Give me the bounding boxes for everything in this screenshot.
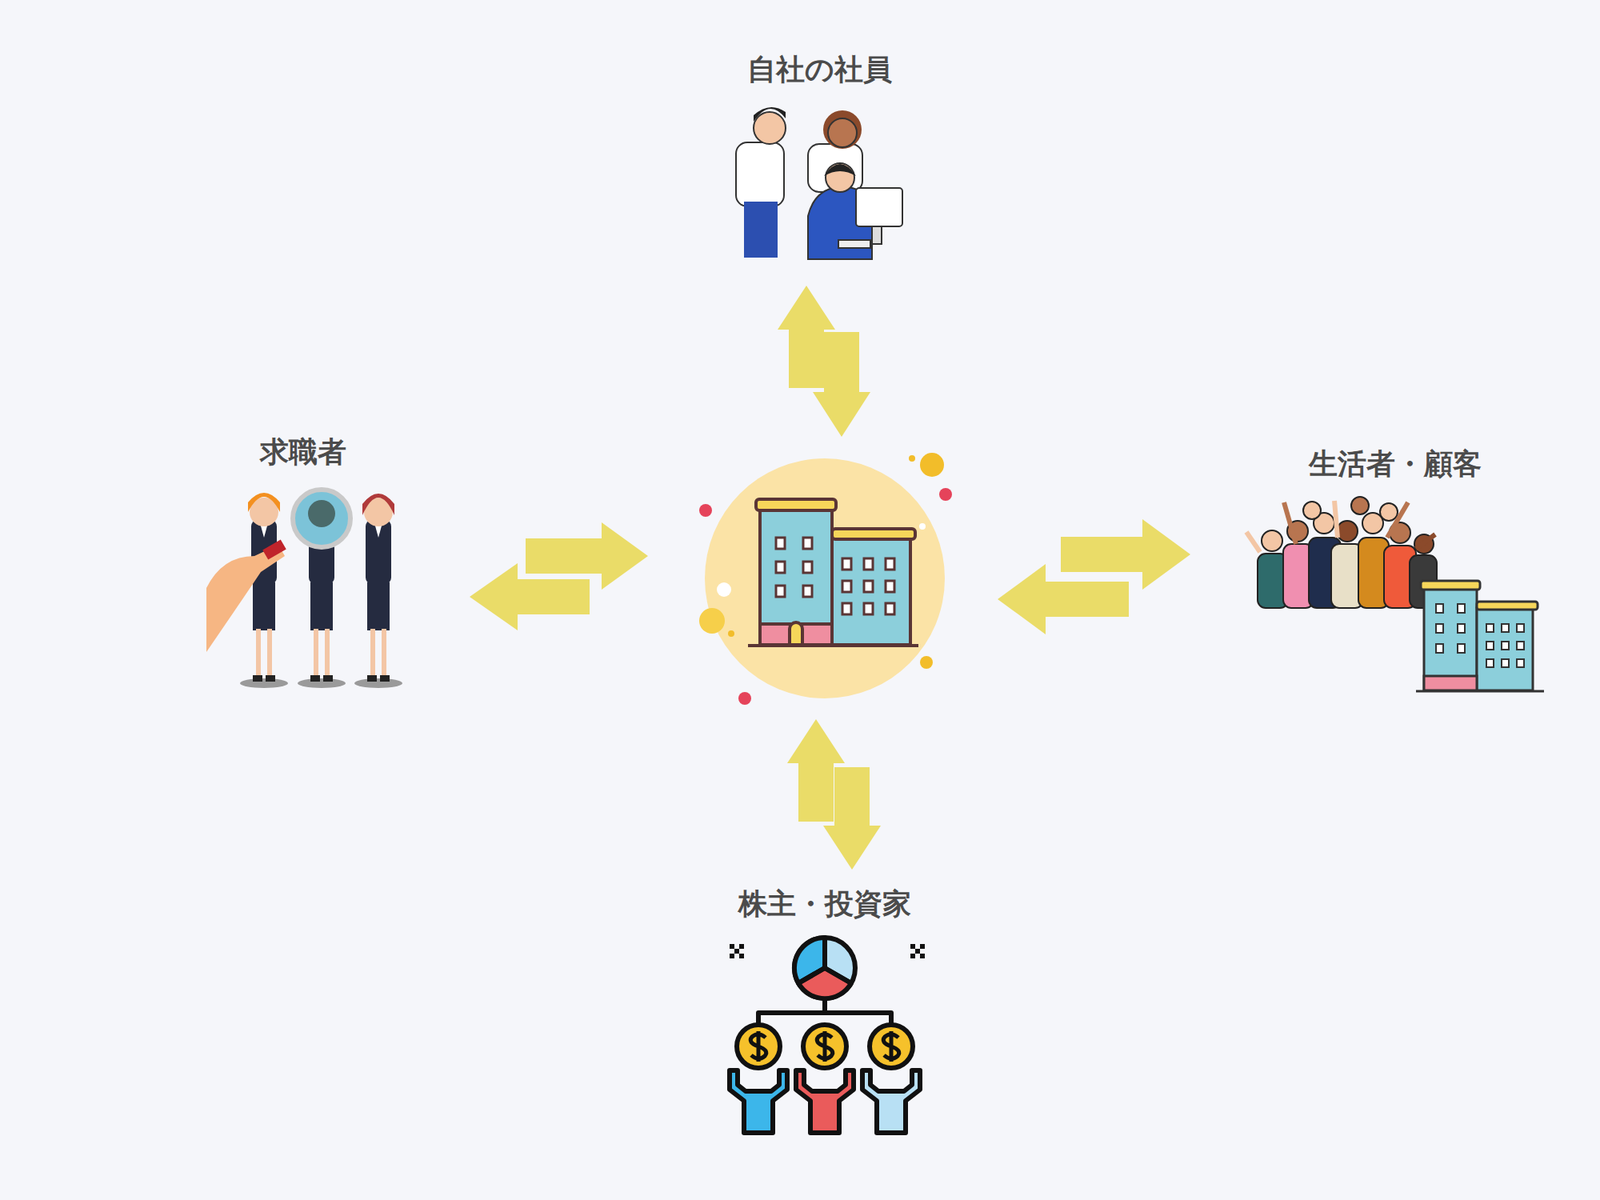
- stakeholder-label: 株主・投資家: [733, 884, 916, 923]
- job-seekers-illustration: [206, 489, 403, 688]
- label-text: 自社の社員: [742, 50, 897, 88]
- investors-icon: [729, 937, 925, 1133]
- company-icon: [699, 452, 952, 705]
- stakeholder-label: 求職者: [255, 432, 352, 471]
- label-text: 株主・投資家: [733, 884, 916, 923]
- label-text: 求職者: [255, 432, 352, 471]
- employees-illustration: [736, 107, 903, 260]
- label-text: 生活者・顧客: [1304, 444, 1487, 483]
- consumers-illustration: [1246, 496, 1544, 692]
- double-arrow: [469, 285, 1191, 870]
- stakeholder-label: 自社の社員: [742, 50, 897, 88]
- stakeholder-label: 生活者・顧客: [1304, 444, 1487, 483]
